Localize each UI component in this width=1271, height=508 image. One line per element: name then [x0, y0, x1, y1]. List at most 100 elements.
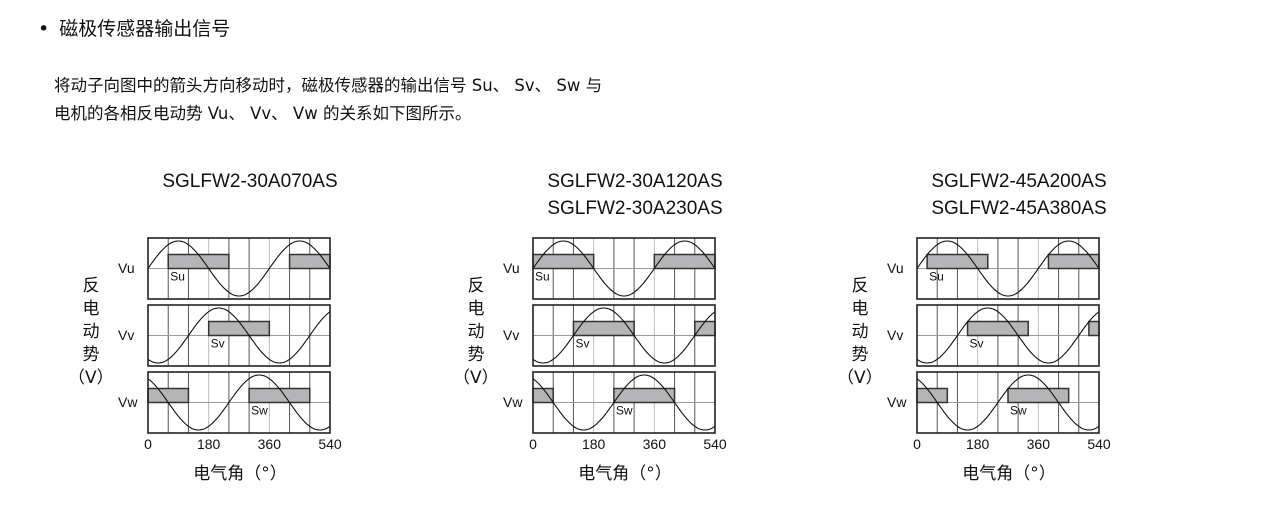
row-frame — [532, 304, 716, 367]
row-label-vv: Vv — [118, 326, 135, 343]
signal-sv-high-box — [207, 320, 271, 337]
signal-label-sv: Sv — [970, 337, 984, 351]
signal-su-high-box — [926, 253, 989, 270]
emf-wave-vv — [147, 307, 331, 364]
y-label-char: 电 — [851, 299, 869, 319]
x-tick-label: 360 — [257, 436, 282, 452]
heading-text: 磁极传感器输出信号 — [59, 18, 231, 40]
x-tick-label: 180 — [196, 436, 221, 452]
chart-title: SGLFW2-45A200AS — [931, 171, 1107, 192]
signal-sv-high-box — [572, 320, 635, 337]
signal-su-high-box — [1047, 253, 1100, 270]
section-heading: • 磁极传感器输出信号 — [38, 14, 230, 41]
emf-wave-vv — [916, 307, 1100, 364]
signal-sw-high-box — [147, 387, 190, 404]
row-label-vu: Vu — [887, 259, 904, 276]
x-axis-label: 电气角（°） — [578, 464, 672, 484]
y-label-char: 动 — [82, 322, 100, 342]
x-tick-label: 360 — [642, 436, 667, 452]
y-label-char: 动 — [851, 322, 869, 342]
emf-wave-vw — [147, 374, 331, 431]
signal-sv-high-box — [966, 320, 1029, 337]
x-tick-label: 540 — [1087, 436, 1111, 452]
x-tick-label: 180 — [581, 436, 606, 452]
signal-sw-high-box — [532, 387, 554, 404]
signal-su-high-box — [288, 253, 331, 270]
y-axis-label: 反电动势 （V） — [68, 275, 114, 390]
y-axis-label: 反电动势 （V） — [837, 275, 883, 390]
y-axis-label: 反电动势 （V） — [453, 275, 499, 390]
x-axis-label: 电气角（°） — [193, 464, 287, 484]
signal-sw-high-box — [248, 387, 311, 404]
description-line-1: 将动子向图中的箭头方向移动时，磁极传感器的输出信号 Su、 Sv、 Sw 与 — [54, 76, 603, 95]
row-frame — [916, 371, 1100, 434]
row-frame — [147, 237, 331, 300]
description: 将动子向图中的箭头方向移动时，磁极传感器的输出信号 Su、 Sv、 Sw 与 电… — [54, 72, 602, 128]
signal-label-sw: Sw — [1010, 404, 1027, 418]
chart-title: SGLFW2-45A380AS — [931, 198, 1107, 219]
signal-sv-high-box — [1088, 320, 1100, 337]
signal-label-sv: Sv — [211, 337, 225, 351]
y-label-char: 势 — [467, 345, 485, 365]
y-label-char: 动 — [467, 322, 485, 342]
y-label-char: 电 — [467, 299, 485, 319]
row-label-vw: Vw — [887, 393, 907, 410]
x-axis-label: 电气角（°） — [962, 464, 1056, 484]
x-tick-label: 0 — [144, 436, 152, 452]
y-label-char: 电 — [82, 299, 100, 319]
chart-title: SGLFW2-30A120AS — [547, 171, 723, 192]
signal-sv-high-box — [694, 320, 716, 337]
y-label-char: （V） — [68, 368, 114, 388]
signal-label-su: Su — [170, 270, 185, 284]
y-label-char: 势 — [82, 345, 100, 365]
y-label-char: （V） — [837, 368, 883, 388]
chart-title: SGLFW2-30A230AS — [547, 198, 723, 219]
y-label-char: 势 — [851, 345, 869, 365]
signal-sw-high-box — [613, 387, 676, 404]
x-tick-label: 180 — [965, 436, 990, 452]
signal-su-high-box — [167, 253, 230, 270]
chart-title: SGLFW2-30A070AS — [162, 171, 338, 192]
row-frame — [916, 304, 1100, 367]
signal-label-sw: Sw — [251, 404, 268, 418]
x-tick-label: 540 — [318, 436, 342, 452]
emf-wave-vw — [916, 374, 1100, 431]
y-label-char: 反 — [851, 276, 869, 296]
row-label-vw: Vw — [118, 393, 138, 410]
row-label-vu: Vu — [118, 259, 135, 276]
row-frame — [916, 237, 1100, 300]
row-label-vv: Vv — [503, 326, 520, 343]
y-label-char: （V） — [453, 368, 499, 388]
row-frame — [532, 237, 716, 300]
x-tick-label: 540 — [703, 436, 727, 452]
description-line-2: 电机的各相反电动势 Vu、 Vv、 Vw 的关系如下图所示。 — [54, 104, 472, 123]
bullet: • — [38, 18, 50, 40]
signal-label-sv: Sv — [575, 337, 589, 351]
x-tick-label: 0 — [529, 436, 537, 452]
emf-wave-vu — [532, 240, 716, 297]
y-label-char: 反 — [467, 276, 485, 296]
emf-wave-vu — [147, 240, 331, 297]
row-frame — [147, 371, 331, 434]
row-label-vv: Vv — [887, 326, 904, 343]
signal-label-su: Su — [535, 270, 550, 284]
x-tick-label: 360 — [1026, 436, 1051, 452]
signal-label-su: Su — [929, 270, 944, 284]
row-frame — [532, 371, 716, 434]
x-tick-label: 0 — [913, 436, 921, 452]
y-label-char: 反 — [82, 276, 100, 296]
emf-wave-vu — [916, 240, 1100, 297]
signal-sw-high-box — [1007, 387, 1070, 404]
row-frame — [147, 304, 331, 367]
row-label-vu: Vu — [503, 259, 520, 276]
emf-wave-vv — [532, 307, 716, 364]
emf-wave-vw — [532, 374, 716, 431]
signal-label-sw: Sw — [616, 404, 633, 418]
row-label-vw: Vw — [503, 393, 523, 410]
